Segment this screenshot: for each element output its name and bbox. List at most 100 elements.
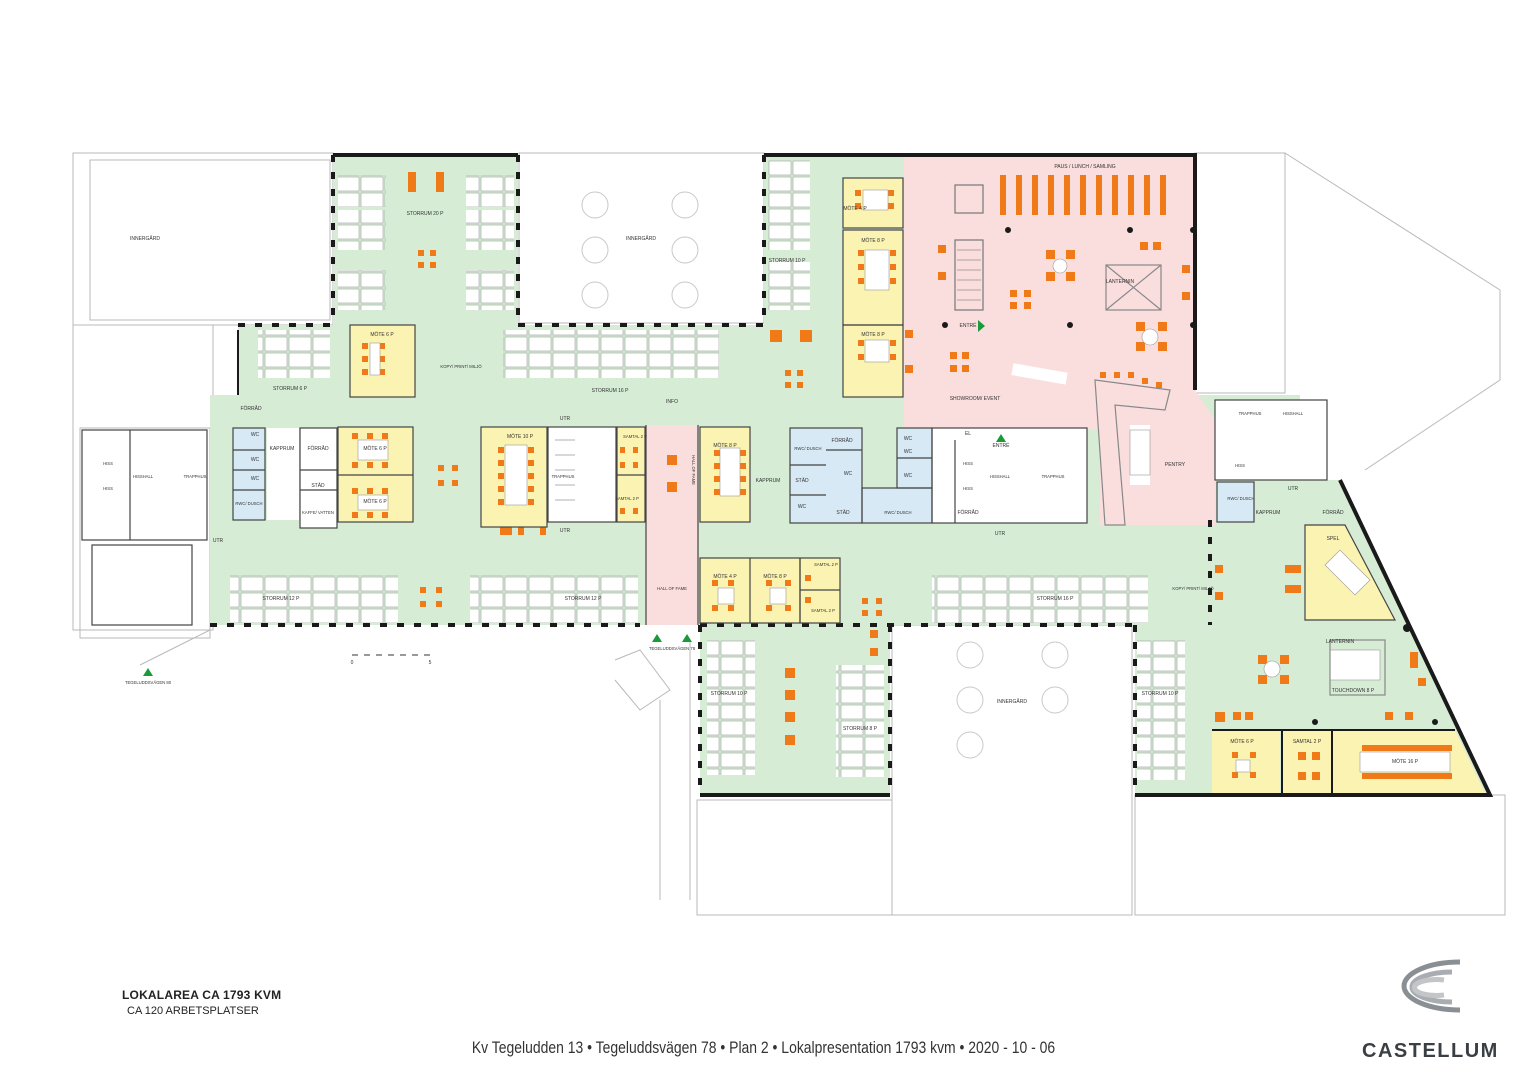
label-samtal-5: SAMTAL 2 P [1293,739,1322,745]
label-wc-7: WC [904,473,913,479]
label-el: EL [965,431,971,437]
label-utr-2: UTR [560,416,571,422]
label-wc-5: WC [798,504,807,510]
label-mote-6c: MÖTE 6 P [363,498,387,505]
label-kopy-1: KOPY/ PRINT/ MILJÖ [440,364,482,369]
solid-walls [237,153,1494,797]
courtyard-circles [581,191,1261,759]
entrance-arrows [143,320,1006,676]
label-entre-1: ENTRÉ [960,322,978,329]
label-lanternin-1: LANTERNIN [1106,279,1135,285]
castellum-wordmark: CASTELLUM [1362,1040,1499,1062]
label-utr-1: UTR [213,538,224,544]
orange-chairs [352,172,1452,780]
label-lanternin-2: LANTERNIN [1326,639,1355,645]
label-wc-2: WC [251,457,260,463]
label-rwc-1: RWC/ DUSCH [235,501,262,506]
label-mote-8c: MÖTE 8 P [713,442,737,449]
label-mote-8b: MÖTE 8 P [861,331,885,338]
label-mote-6a: MÖTE 6 P [370,331,394,338]
label-rwc-3: RWC/ DUSCH [884,510,911,515]
exterior-walls [210,153,1212,795]
scale-five: 5 [429,660,432,666]
label-innergard-3: INNERGÅRD [997,698,1027,705]
label-samtal-3: SAMTAL 2 P [814,562,838,567]
label-mote-4b: MÖTE 4 P [713,573,737,580]
label-touchdown: TOUCHDOWN 8 P [1332,688,1375,694]
label-wc-3: WC [251,476,260,482]
label-mote-8d: MÖTE 8 P [763,573,787,580]
label-entre-2: ENTRÉ [993,442,1011,449]
label-entrance-80: TEGELUDDSVÄGEN 80 [125,680,172,685]
label-trapphus-3: TRAPPHUS [1042,474,1065,479]
label-kapprum-1: KAPPRUM [270,446,295,452]
label-kapprum-3: KAPPRUM [1256,510,1281,516]
label-mote-6d: MÖTE 6 P [1230,738,1254,745]
label-mote-16: MÖTE 16 P [1392,758,1419,765]
label-storrum-8: STORRUM 8 P [843,726,878,732]
label-spel: SPEL [1327,536,1340,542]
label-utr-3: UTR [560,528,571,534]
label-forrad-3: FÖRRÅD [831,437,853,444]
label-kapprum-2: KAPPRUM [756,478,781,484]
label-samtal-4: SAMTAL 2 P [811,608,835,613]
label-rwc-4: RWC/ DUSCH [1227,496,1254,501]
label-wc-4: WC [844,471,853,477]
label-samtal-2: SAMTAL 2 P [615,496,639,501]
label-stad-3: STÄD [836,509,850,516]
label-storrum-16b: STORRUM 16 P [1037,596,1075,602]
label-innergard-2: INNERGÅRD [626,235,656,242]
label-mote-10: MÖTE 10 P [507,433,534,440]
label-wc-1: WC [251,432,260,438]
label-storrum-12b: STORRUM 12 P [565,596,603,602]
label-hall-of-fame-1: HALL OF FAME [657,586,687,591]
castellum-logo-icon [1401,959,1461,1013]
label-hisshall-3: HISSHALL [1283,411,1304,416]
label-storrum-16a: STORRUM 16 P [592,388,630,394]
label-info: INFO [666,399,678,405]
label-forrad-5: FÖRRÅD [1322,509,1344,516]
label-forrad-4: FÖRRÅD [957,509,979,516]
columns [942,227,1438,725]
label-forrad-2: FÖRRÅD [307,445,329,452]
scale-zero: 0 [351,660,354,666]
label-storrum-12a: STORRUM 12 P [263,596,301,602]
label-hisshall-2: HISSHALL [990,474,1011,479]
label-trapphus-1: TRAPPHUS [552,474,575,479]
label-stad-2: STÄD [795,477,809,484]
label-storrum-10c: STORRUM 10 P [1142,691,1180,697]
meeting-tables [357,189,1451,773]
label-innergard-1: INNERGÅRD [130,235,160,242]
label-entrance-78: TEGELUDDSVÄGEN 78 [649,646,696,651]
label-mote-8a: MÖTE 8 P [861,237,885,244]
label-samtal-1: SAMTAL 2 P [623,434,647,439]
label-utr-4: UTR [995,531,1006,537]
label-storrum-20: STORRUM 20 P [407,211,445,217]
label-mote-4a: MÖTE 4 P [843,205,867,212]
label-hiss-5: HISS [1235,463,1245,468]
scale-bar: 0 5 [351,654,432,666]
area-summary-title: LOKALAREA CA 1793 KVM [122,988,282,1002]
label-storrum-10b: STORRUM 10 P [711,691,749,697]
label-utr-5: UTR [1288,486,1299,492]
label-kopy-2: KOPY/ PRINT/ MILJÖ [1172,586,1214,591]
label-rwc-2: RWC/ DUSCH [794,446,821,451]
label-storrum-10a: STORRUM 10 P [769,258,807,264]
label-hiss-2: HISS [103,486,113,491]
label-hiss-3: HISS [963,461,973,466]
desk-clusters [230,160,1185,780]
label-trapphus-2: TRAPPHUS [184,474,207,479]
label-mote-6b: MÖTE 6 P [363,445,387,452]
label-forrad-1: FÖRRÅD [240,405,262,412]
label-trapphus-4: TRAPPHUS [1239,411,1262,416]
label-storrum-6: STORRUM 6 P [273,386,308,392]
label-pentry: PENTRY [1165,462,1186,468]
label-wc-8: WC [904,436,913,442]
label-hiss-1: HISS [103,461,113,466]
label-hall-of-fame-2: HALL OF FAME [691,455,696,485]
label-stad-1: STÄD [311,482,325,489]
footer-caption: Kv Tegeludden 13 • Tegeluddsvägen 78 • P… [471,1038,1056,1057]
label-hisshall-1: HISSHALL [133,474,154,479]
interior-walls [81,177,1396,696]
room-labels: STORRUM 20 P INNERGÅRD INNERGÅRD INNERGÅ… [103,164,1419,765]
